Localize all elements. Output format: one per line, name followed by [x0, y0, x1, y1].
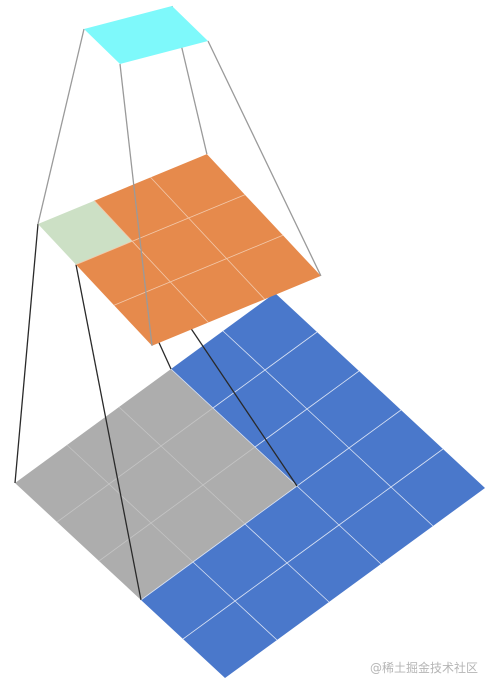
input-grid-line — [286, 524, 340, 564]
input-grid-line — [306, 408, 350, 449]
input-grid-line — [160, 445, 204, 486]
connectors-output-to-middle — [37, 5, 322, 346]
input-cell — [307, 371, 401, 448]
input-cell — [255, 409, 349, 486]
input-highlight-cell — [99, 523, 193, 600]
input-grid-line — [56, 483, 110, 523]
input-grid-line — [66, 444, 110, 485]
input-grid-line — [390, 448, 444, 488]
input-grid-line — [140, 561, 194, 601]
input-cell — [183, 601, 277, 678]
connector-line-upper — [207, 40, 322, 277]
input-cell — [391, 449, 485, 526]
input-grid-line — [296, 485, 340, 526]
input-grid-line — [212, 407, 256, 448]
connector-line-lower — [75, 264, 142, 601]
input-highlight-cell — [67, 407, 161, 484]
input-cell — [213, 370, 307, 447]
input-highlight-cell — [151, 485, 245, 562]
input-highlight-cell — [15, 445, 109, 522]
input-grid-line — [296, 447, 350, 487]
middle-grid-line — [75, 194, 246, 265]
input-grid-line — [264, 369, 308, 410]
input-grid-line — [160, 407, 214, 447]
input-grid-line — [254, 446, 298, 487]
input-grid-line — [108, 483, 152, 524]
input-grid-line — [286, 562, 330, 603]
input-layer-grid — [15, 293, 485, 678]
input-grid-line — [192, 561, 236, 602]
input-cell — [297, 448, 391, 525]
input-grid-line — [118, 406, 162, 447]
input-grid-line — [348, 409, 402, 449]
connector-line-upper — [119, 63, 153, 346]
input-grid-line — [192, 523, 246, 563]
input-highlight-cell — [57, 484, 151, 561]
input-cell — [265, 332, 359, 409]
middle-grid-line — [150, 177, 265, 300]
input-grid-line — [222, 330, 266, 371]
middle-layer-grid — [38, 154, 321, 346]
input-grid-line — [150, 484, 204, 524]
input-cell — [223, 293, 317, 370]
output-layer-cell — [84, 6, 208, 64]
input-grid-line — [254, 408, 308, 448]
input-grid-line — [244, 523, 288, 564]
input-highlight-cell — [109, 446, 203, 523]
input-grid-line — [244, 485, 298, 525]
input-grid-line — [150, 522, 194, 563]
output-cell — [84, 6, 208, 64]
input-cell — [339, 487, 433, 564]
input-grid-line — [234, 562, 288, 602]
middle-grid-line — [113, 234, 284, 306]
input-grid-line — [170, 368, 214, 409]
input-cell — [349, 410, 443, 487]
watermark-text: @稀土掘金技术社区 — [369, 661, 478, 675]
input-grid-line — [338, 486, 392, 526]
input-grid-line — [338, 524, 382, 565]
input-cell — [193, 524, 287, 601]
input-grid-line — [182, 600, 236, 640]
input-highlight-cell — [203, 447, 297, 524]
middle-grid-line — [94, 200, 209, 323]
connector-line-upper — [37, 28, 85, 225]
input-grid-line — [264, 331, 318, 371]
input-grid-line — [212, 369, 266, 409]
input-grid-line — [98, 522, 152, 562]
input-grid-line — [348, 447, 392, 488]
input-cell — [287, 525, 381, 602]
input-grid-line — [234, 600, 278, 641]
input-cell — [235, 563, 329, 640]
input-grid-line — [306, 370, 360, 410]
input-cell — [141, 562, 235, 639]
input-grid-line — [202, 446, 256, 486]
input-cell — [245, 486, 339, 563]
input-grid-line — [390, 486, 434, 527]
connector-line-lower — [14, 223, 39, 484]
input-highlight-cell — [119, 369, 213, 446]
input-highlight-cell — [161, 408, 255, 485]
input-grid-line — [202, 484, 246, 525]
